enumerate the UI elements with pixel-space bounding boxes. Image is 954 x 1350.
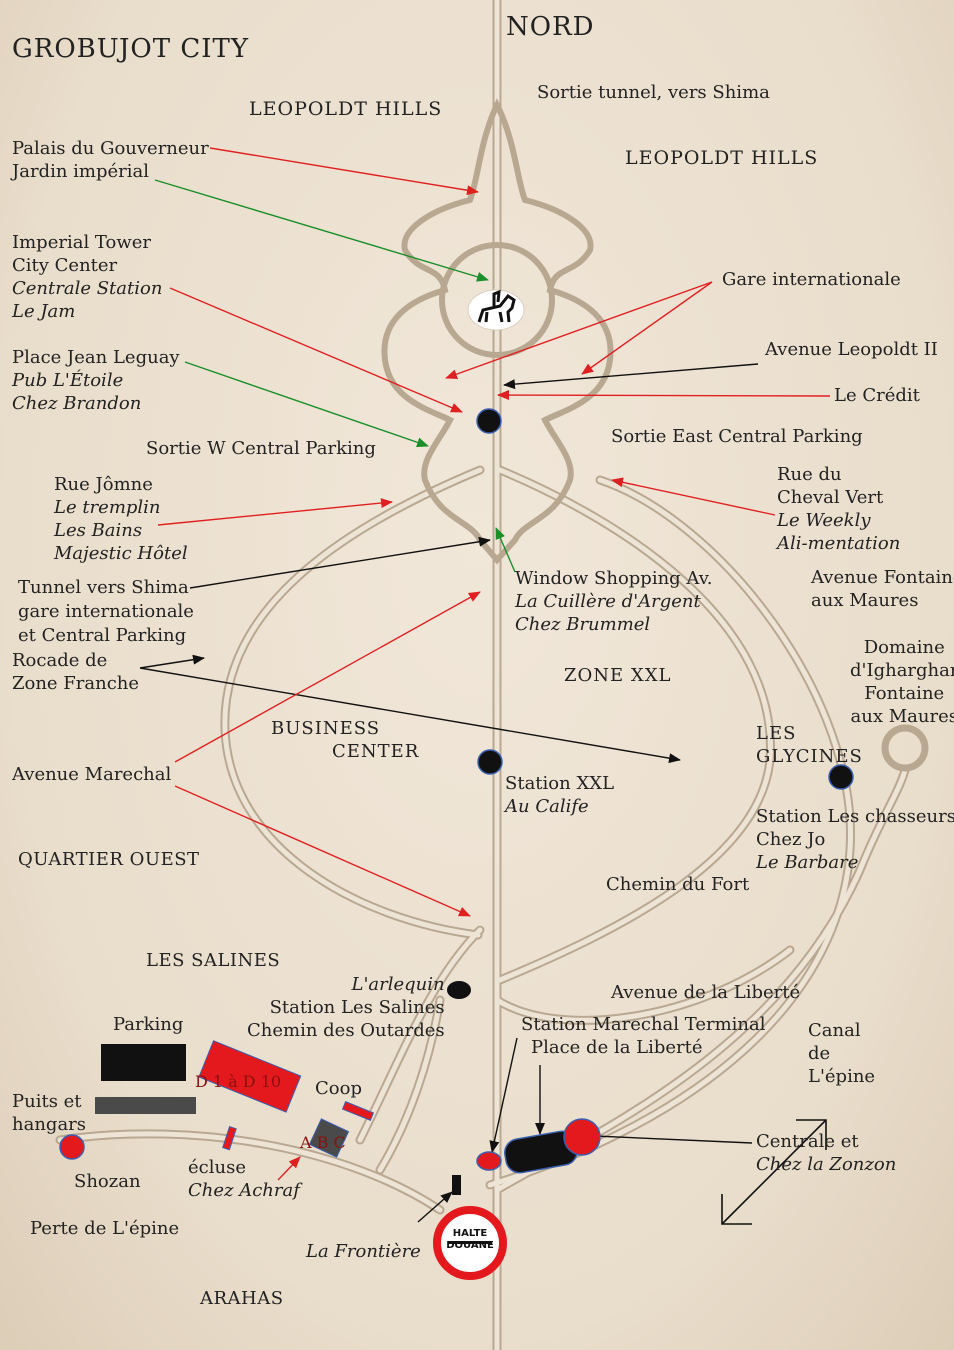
label-avenue-liberte: Avenue de la Liberté [611,982,801,1003]
equestrian-statue-icon [467,289,525,331]
label-abc: A B C [300,1133,346,1152]
district-les-salines: LES SALINES [146,950,281,971]
annotation-arrows [139,147,831,1223]
label-d1-d10: D 1 à D 10 [195,1072,282,1091]
halte-douane-sign: HALTE DOUANE [446,1228,494,1251]
customs-stop-sign-icon [433,1206,507,1280]
label-sortie-e: Sortie East Central Parking [611,426,863,447]
label-coop: Coop [315,1078,362,1099]
station-central [476,408,502,434]
district-zone-xxl: ZONE XXL [564,665,672,686]
domaine-loop [881,724,929,772]
label-frontiere: La Frontière [306,1241,421,1262]
label-gare-internationale: Gare internationale [722,269,901,290]
compass-arrows-icon [721,1119,827,1225]
label-avenue-marechal: Avenue Marechal [12,764,172,785]
district-leopoldt-west: LEOPOLDT HILLS [249,98,443,120]
compass-north-label: NORD [506,12,595,42]
label-window-shopping: Window Shopping Av.La Cuillère d'Argent … [515,568,713,635]
district-arahas: ARAHAS [200,1288,284,1309]
stations [447,408,854,999]
district-glycines-1: LES [756,723,797,744]
district-business-1: BUSINESS [271,718,381,739]
label-parking: Parking [113,1014,184,1035]
label-sortie-tunnel: Sortie tunnel, vers Shima [537,82,770,103]
district-glycines-2: GLYCINES [756,746,863,767]
label-chemin-fort: Chemin du Fort [606,874,750,895]
label-avenue-leopoldt: Avenue Leopoldt II [765,339,938,360]
district-quartier-ouest: QUARTIER OUEST [18,849,200,870]
map-title: GROBUJOT CITY [12,34,249,64]
station-chasseurs [828,764,854,790]
label-shozan: Shozan [74,1171,141,1192]
label-le-credit: Le Crédit [834,385,920,406]
district-business-2: CENTER [332,741,420,762]
label-sortie-w: Sortie W Central Parking [146,438,376,459]
station-salines [447,981,471,999]
label-perte-epine: Perte de L'épine [30,1218,180,1239]
marechal-terminal [476,1118,601,1174]
district-leopoldt-east: LEOPOLDT HILLS [625,147,819,169]
salines-buildings [59,1040,461,1195]
station-xxl [477,749,503,775]
palace-outline [381,98,614,565]
